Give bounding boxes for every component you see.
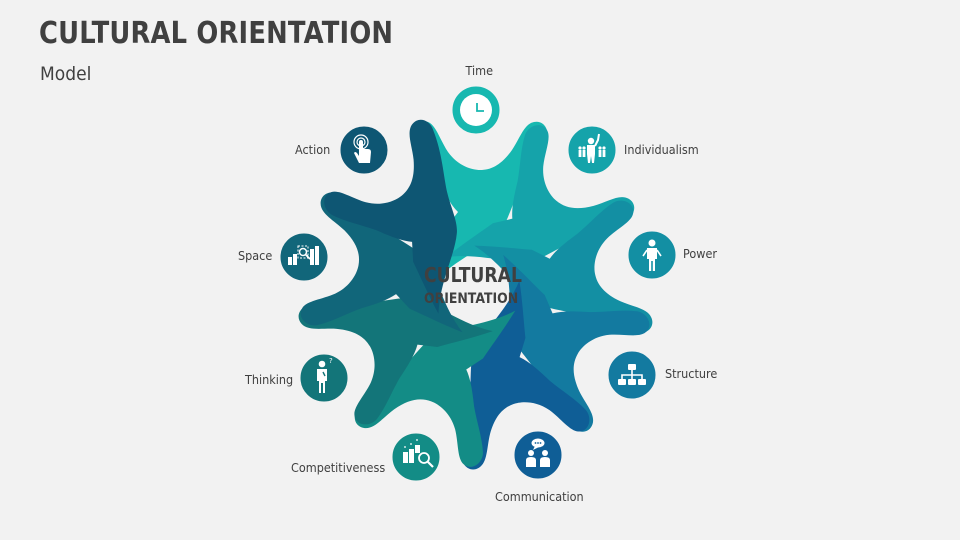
person-icon: [625, 228, 679, 282]
label-space: Space: [238, 248, 273, 263]
label-communication: Communication: [495, 489, 584, 504]
label-power: Power: [683, 246, 718, 261]
tap-hand-icon: [337, 123, 391, 177]
slide-subtitle: Model: [40, 63, 92, 85]
label-competitiveness: Competitiveness: [291, 460, 386, 475]
thinking-person-icon: ?: [297, 351, 351, 405]
label-action: Action: [295, 142, 331, 157]
svg-text:?: ?: [329, 357, 333, 365]
label-structure: Structure: [665, 366, 718, 381]
person-standing-out-icon: [565, 123, 619, 177]
slide-title: CULTURAL ORIENTATION: [39, 16, 394, 51]
label-time: Time: [465, 63, 494, 78]
center-title-line1: CULTURAL: [424, 263, 522, 287]
clock-icon: [449, 83, 503, 137]
org-chart-icon: [605, 348, 659, 402]
label-individualism: Individualism: [624, 142, 699, 157]
chart-magnifier-icon: [277, 230, 331, 284]
label-thinking: Thinking: [245, 372, 294, 387]
people-chat-icon: [511, 428, 565, 482]
bar-chart-search-icon: [389, 430, 443, 484]
center-title-line2: ORIENTATION: [424, 291, 519, 307]
